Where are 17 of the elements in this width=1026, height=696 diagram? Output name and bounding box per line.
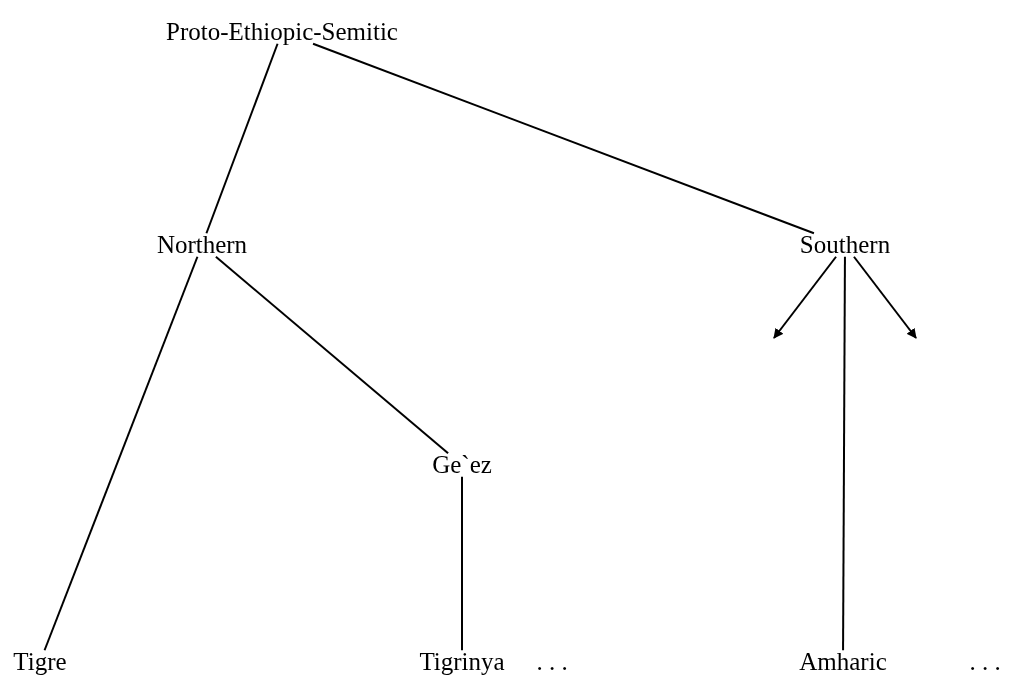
language-name: Tigrinya (419, 648, 505, 676)
branch-line (461, 475, 463, 652)
language-name: Amharic (799, 648, 887, 676)
language-name: Northern (156, 231, 248, 259)
branch-line (214, 255, 450, 455)
language-name: Southern (799, 231, 891, 259)
language-name: Ge`ez (432, 451, 492, 479)
language-name: Proto-Ethiopic-Semitic (166, 18, 398, 46)
ellipsis-text: . . . (536, 648, 568, 676)
branch-line (842, 255, 846, 652)
language-name: Tigre (13, 648, 67, 676)
branch-line (205, 42, 279, 235)
branch-line (43, 255, 199, 652)
ellipsis-text: . . . (969, 648, 1001, 676)
arrow (852, 255, 917, 339)
arrow (773, 255, 838, 339)
branch-line (312, 42, 815, 235)
